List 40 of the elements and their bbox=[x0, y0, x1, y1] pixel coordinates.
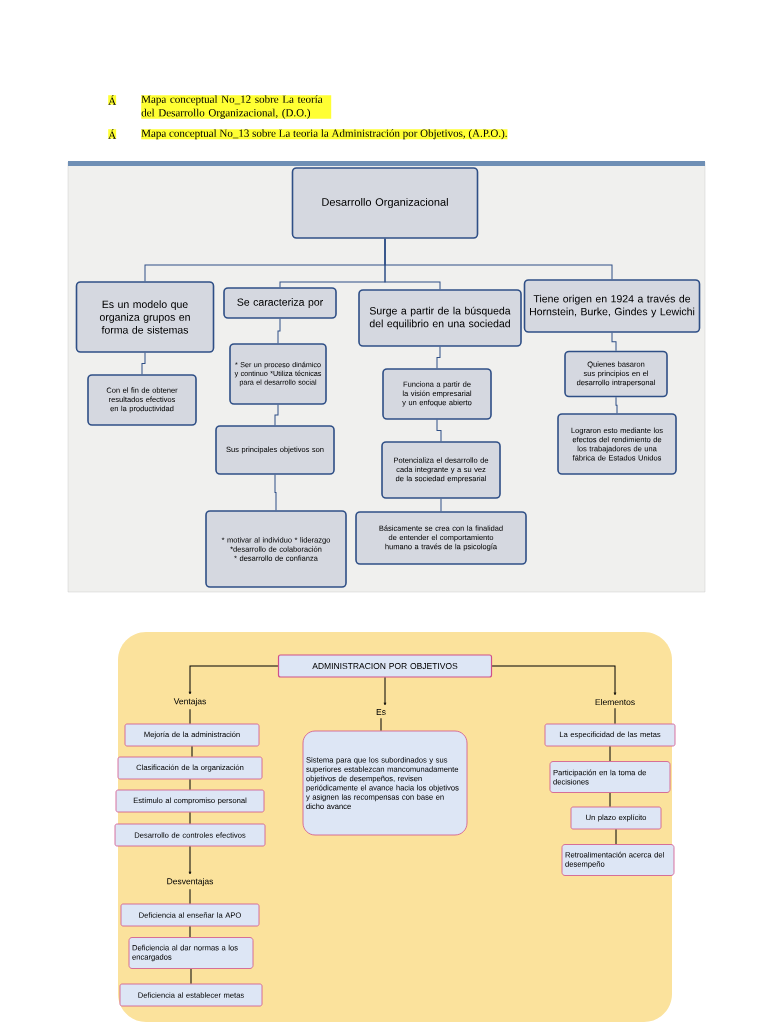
bullet: Á bbox=[108, 95, 117, 105]
heading-text: Mapa conceptual No_13 sobre La teoria la Administración por Objetivos, (A.P.O.). bbox=[141, 129, 508, 140]
concept-box: Tiene origen en 1924 a través de Hornstein, Burke, Gindes y Lewichi bbox=[523, 279, 701, 333]
connector bbox=[440, 498, 442, 512]
heading-text: Mapa conceptual No_12 sobre La teoría del Desarrollo Organizacional, (D.O.) bbox=[141, 95, 332, 119]
connector bbox=[436, 346, 441, 369]
concept-box: Es un modelo que organiza grupos en forma de sistemas bbox=[75, 281, 215, 353]
connector bbox=[611, 332, 617, 352]
connector bbox=[141, 352, 146, 375]
connector bbox=[609, 745, 611, 762]
concept-label: Desventajas bbox=[167, 878, 214, 886]
connector bbox=[384, 238, 613, 280]
connector bbox=[491, 665, 617, 696]
connector bbox=[615, 828, 617, 845]
connector bbox=[383, 677, 387, 706]
concept-box: Surge a partir de la búsqueda del equilibrio en una sociedad bbox=[358, 289, 522, 347]
connector bbox=[436, 419, 442, 442]
connector bbox=[189, 925, 191, 938]
connector bbox=[191, 745, 193, 758]
connector bbox=[274, 474, 277, 511]
title-box: ADMINISTRACION POR OBJETIVOS bbox=[277, 654, 493, 678]
connector bbox=[614, 707, 616, 725]
connector bbox=[277, 318, 281, 344]
connector bbox=[380, 717, 382, 732]
connector bbox=[189, 811, 191, 825]
connector bbox=[188, 845, 192, 875]
connector bbox=[188, 665, 279, 695]
concept-box: Se caracteriza por bbox=[223, 287, 337, 319]
connector bbox=[274, 404, 279, 426]
connector bbox=[189, 888, 191, 905]
concept-label: Es bbox=[376, 709, 386, 715]
connector bbox=[189, 778, 191, 791]
concept-label: Ventajas bbox=[173, 698, 206, 706]
bullet: Á bbox=[108, 129, 117, 139]
connector bbox=[615, 396, 618, 414]
connector bbox=[609, 792, 611, 808]
connector bbox=[189, 708, 191, 725]
concept-label: Elementos bbox=[595, 698, 635, 706]
connector bbox=[190, 968, 192, 985]
concept-box: Desarrollo Organizacional bbox=[291, 167, 479, 239]
